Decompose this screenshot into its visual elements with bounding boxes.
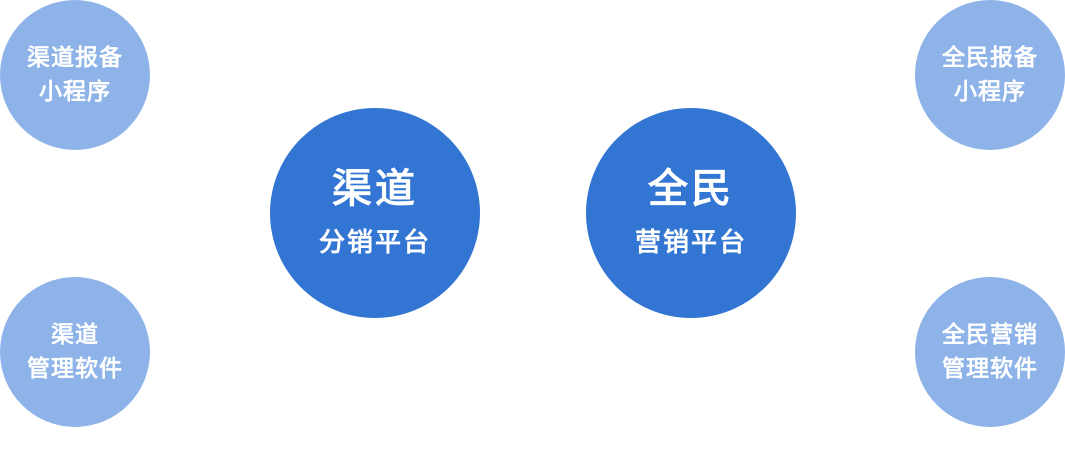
node-title: 全民 — [648, 166, 734, 212]
node-subtitle: 分销平台 — [318, 228, 431, 258]
node-label-line1: 渠道报备 — [27, 45, 123, 71]
node-channel-management-software: 渠道 管理软件 — [0, 277, 150, 427]
node-label-line2: 小程序 — [954, 79, 1026, 105]
node-label-line1: 全民报备 — [942, 45, 1038, 71]
node-label-line1: 渠道 — [51, 322, 99, 348]
node-channel-report-miniprogram: 渠道报备 小程序 — [0, 0, 150, 150]
node-label-line2: 管理软件 — [27, 356, 123, 382]
node-label-line2: 管理软件 — [942, 356, 1038, 382]
node-label-line2: 小程序 — [39, 79, 111, 105]
node-title: 渠道 — [332, 166, 418, 212]
node-all-people-marketing-platform: 全民 营销平台 — [586, 108, 796, 318]
node-channel-distribution-platform: 渠道 分销平台 — [270, 108, 480, 318]
node-label-line1: 全民营销 — [942, 322, 1038, 348]
node-all-people-marketing-software: 全民营销 管理软件 — [915, 277, 1065, 427]
node-all-people-report-miniprogram: 全民报备 小程序 — [915, 0, 1065, 150]
node-subtitle: 营销平台 — [634, 228, 747, 258]
